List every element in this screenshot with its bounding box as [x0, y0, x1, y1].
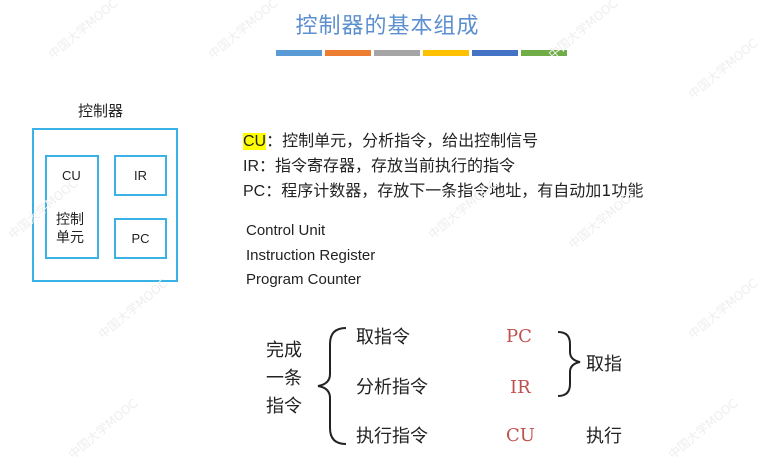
pc-box: PC: [114, 218, 167, 259]
execute-phase-label: 执行: [586, 426, 622, 447]
definition-ir-abbr: IR: [243, 158, 259, 175]
step-analyze: 分析指令: [356, 377, 428, 398]
title-bar-1: [276, 50, 322, 56]
controller-label: 控制器: [78, 102, 124, 120]
controller-box: [32, 128, 178, 282]
definition-ir-text: ：指令寄存器，存放当前执行的指令: [259, 156, 516, 175]
definition-pc-abbr: PC: [243, 183, 266, 200]
title-bar-3: [374, 50, 420, 56]
english-control-unit: Control Unit: [246, 222, 326, 239]
unit-ir: IR: [510, 377, 531, 398]
definition-pc: PC：程序计数器，存放下一条指令地址，有自动加1功能: [243, 177, 643, 201]
english-instruction-register: Instruction Register: [246, 247, 376, 264]
definition-pc-text: ：程序计数器，存放下一条指令地址，有自动加1功能: [265, 181, 644, 200]
cu-box-label: CU: [62, 168, 81, 183]
unit-pc: PC: [506, 326, 532, 347]
complete-instruction-line1: 完成: [266, 340, 302, 361]
title-bar-4: [423, 50, 469, 56]
step-execute: 执行指令: [356, 426, 428, 447]
unit-cu: CU: [506, 425, 535, 446]
english-program-counter: Program Counter: [246, 271, 362, 288]
step-fetch: 取指令: [356, 327, 410, 348]
ir-box-label: IR: [134, 168, 147, 183]
page-title: 控制器的基本组成: [295, 14, 480, 39]
cu-box: [45, 155, 99, 259]
cu-box-description-line2: 单元: [56, 230, 84, 246]
ir-box: IR: [114, 155, 167, 196]
complete-instruction-label: 完成 一条 指令: [266, 337, 302, 421]
title-bar-5: [472, 50, 518, 56]
definition-cu-abbr: CU: [243, 133, 267, 150]
definition-cu-text: ：控制单元，分析指令，给出控制信号: [266, 131, 539, 150]
complete-instruction-line3: 指令: [266, 396, 302, 417]
fetch-phase-label: 取指: [586, 354, 622, 375]
cu-box-description-line1: 控制: [56, 212, 84, 228]
complete-instruction-line2: 一条: [266, 368, 302, 389]
title-underline-bars: [276, 50, 567, 56]
left-curly-brace: [317, 327, 347, 445]
pc-box-label: PC: [131, 231, 150, 246]
definition-cu: CU：控制单元，分析指令，给出控制信号: [243, 127, 538, 151]
title-bar-2: [325, 50, 371, 56]
title-bar-6: [521, 50, 567, 56]
right-curly-brace: [557, 331, 581, 397]
cu-box-description: 控制 单元: [56, 211, 92, 247]
definition-ir: IR：指令寄存器，存放当前执行的指令: [243, 152, 515, 176]
